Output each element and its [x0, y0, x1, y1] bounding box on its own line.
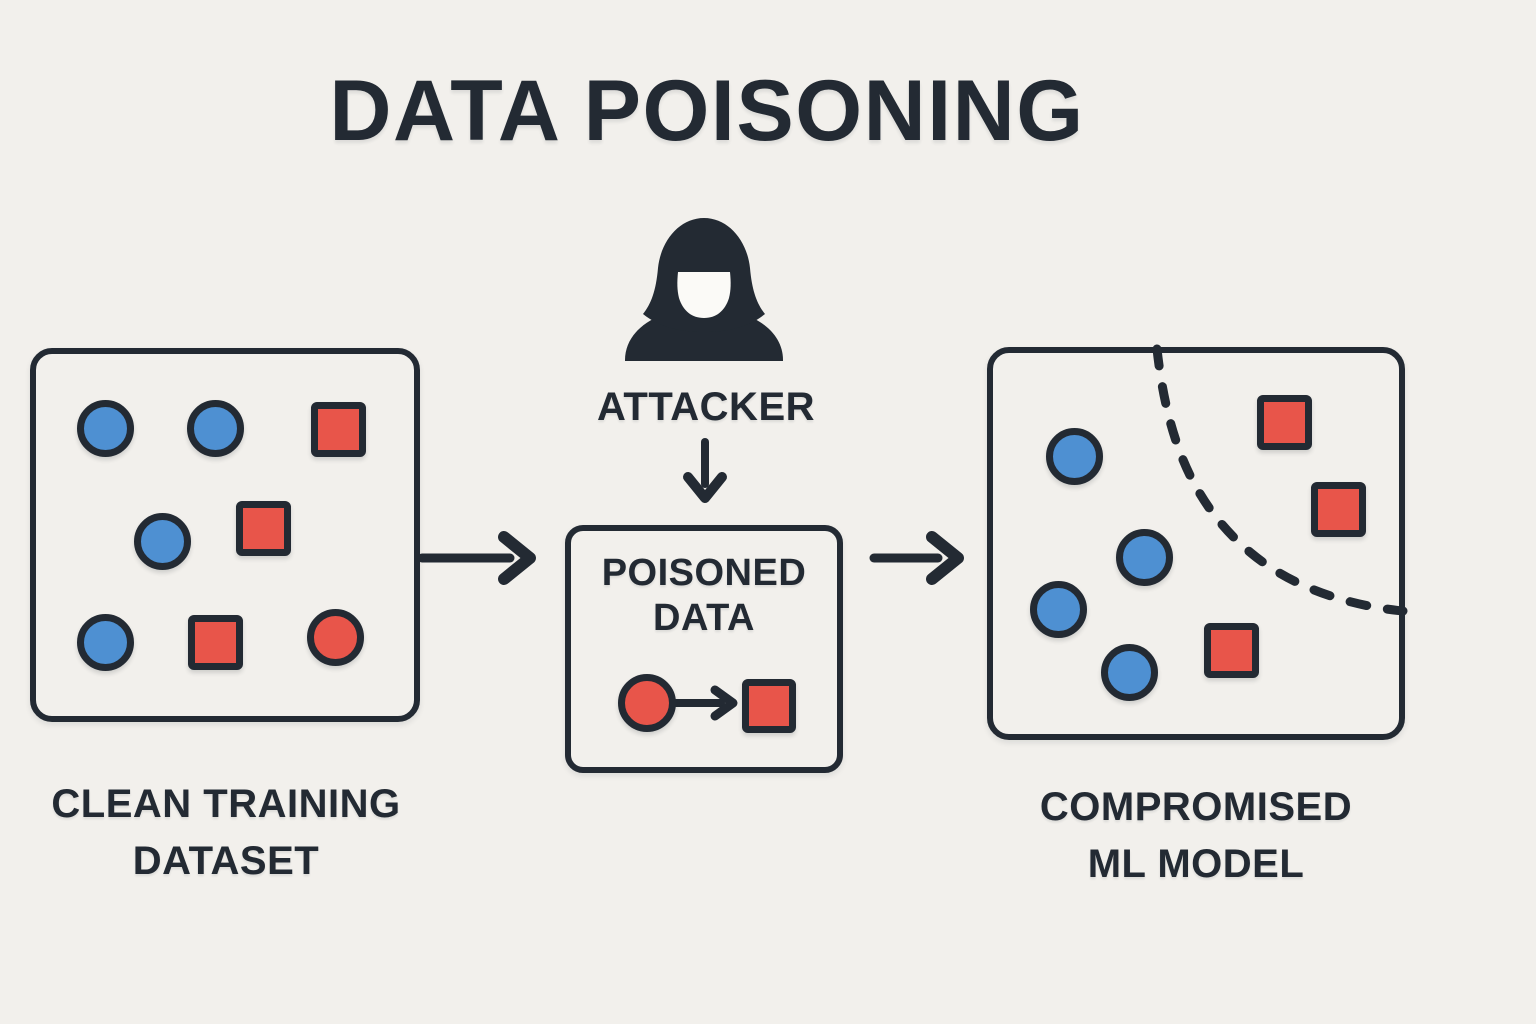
red-square-datapoint	[310, 401, 366, 457]
compromised-model-panel	[987, 344, 1408, 740]
blue-circle-datapoint	[1115, 528, 1173, 586]
clean-dataset-label-line2: DATASET	[132, 839, 320, 883]
compromised-model-label-line2: ML MODEL	[1087, 842, 1305, 886]
blue-circle-datapoint	[186, 399, 244, 457]
blue-circle-datapoint	[1045, 427, 1103, 485]
red-square-datapoint	[1203, 622, 1259, 678]
blue-circle-datapoint	[133, 512, 191, 570]
flow-arrow-poisoned-to-model	[869, 531, 964, 585]
clean-dataset-label-line1: CLEAN TRAINING	[51, 782, 401, 826]
attacker-hooded-figure-icon	[625, 218, 783, 361]
compromised-model-label: COMPROMISED ML MODEL	[996, 779, 1396, 893]
poisoned-flip-arrow	[669, 685, 738, 721]
blue-circle-datapoint	[1029, 580, 1087, 638]
blue-circle-datapoint	[1100, 643, 1158, 701]
poisoned-data-panel: POISONED DATA	[565, 525, 843, 773]
clean-dataset-panel	[30, 348, 420, 722]
red-square-datapoint	[235, 500, 291, 556]
red-circle-datapoint	[306, 608, 364, 666]
compromised-model-label-line1: COMPROMISED	[1039, 785, 1353, 829]
flow-arrow-clean-to-poisoned	[417, 531, 536, 585]
red-square-datapoint	[187, 614, 243, 670]
red-square-datapoint	[1310, 481, 1366, 537]
blue-circle-datapoint	[76, 613, 134, 671]
blue-circle-datapoint	[76, 399, 134, 457]
poisoned-data-label: POISONED DATA	[571, 551, 837, 641]
clean-dataset-label: CLEAN TRAINING DATASET	[26, 776, 426, 890]
attacker-label: ATTACKER	[596, 385, 816, 429]
poisoned-data-label-line1: POISONED	[601, 552, 807, 594]
page-title: DATA POISONING	[329, 63, 1085, 159]
red-square-datapoint	[1256, 394, 1312, 450]
poisoned-data-label-line2: DATA	[653, 597, 755, 639]
red-circle-datapoint	[618, 674, 676, 732]
decision-boundary-dashed-curve	[1152, 344, 1408, 616]
red-square-datapoint	[742, 679, 796, 733]
attacker-down-arrow	[683, 438, 727, 503]
